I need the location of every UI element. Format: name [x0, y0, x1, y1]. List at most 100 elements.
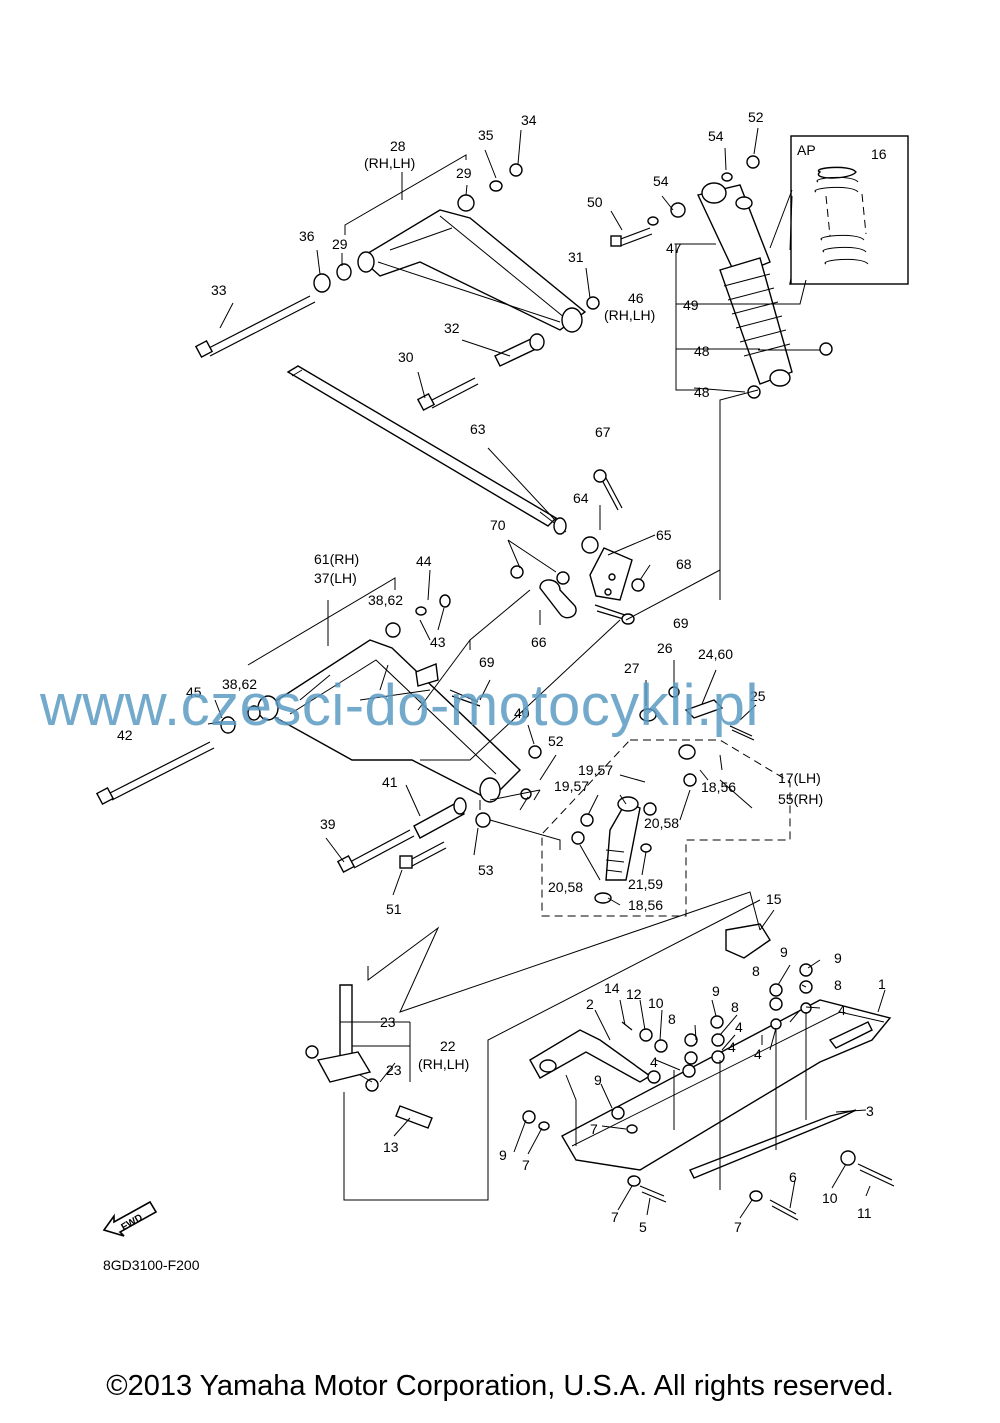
callout-69: 69: [479, 654, 495, 670]
callout-52: 52: [548, 733, 564, 749]
callout-52: 52: [748, 109, 764, 125]
callout-18: 18,56: [701, 779, 736, 795]
callout-47: 47: [666, 240, 682, 256]
ap-spring-box: [769, 135, 909, 285]
callout-67: 67: [595, 424, 611, 440]
callout-12: 12: [626, 986, 642, 1002]
callout-19: 19,57: [578, 762, 613, 778]
callout-23: 23: [386, 1062, 402, 1078]
callout-20: 20,58: [644, 815, 679, 831]
callout-27: 27: [624, 660, 640, 676]
callout-9: 9: [499, 1147, 507, 1163]
callout-5: 5: [639, 1219, 647, 1235]
callout-63: 63: [470, 421, 486, 437]
callout-10: 10: [648, 995, 664, 1011]
upper-arm-bushings: [313, 163, 600, 367]
callout-35: 35: [478, 127, 494, 143]
callout-65: 65: [656, 527, 672, 543]
callout-23: 23: [380, 1014, 396, 1030]
callout-7: 7: [522, 1157, 530, 1173]
steering-bracket: [581, 469, 645, 625]
callout-55: 55(RH): [778, 791, 823, 807]
callout-33: 33: [211, 282, 227, 298]
callout-11: 11: [857, 1205, 872, 1221]
callout-16: 16: [871, 146, 887, 162]
callout-40: 40: [514, 705, 530, 721]
callout-49: 49: [683, 297, 699, 313]
callout-54: 54: [653, 173, 669, 189]
callout-38: 38,62: [222, 676, 257, 692]
callout-32: 32: [444, 320, 460, 336]
callout-24: 24,60: [698, 646, 733, 662]
diagram-code: 8GD3100-F200: [103, 1257, 200, 1273]
callout-1: 1: [878, 976, 886, 992]
callout-44: 44: [416, 553, 432, 569]
callout-48: 48: [694, 384, 710, 400]
callout-22-sub: (RH,LH): [418, 1056, 469, 1072]
callout-4: 4: [754, 1046, 762, 1062]
callout-14: 14: [604, 980, 620, 996]
ski-spindle: [305, 984, 433, 1129]
callout-37: 37(LH): [314, 570, 357, 586]
callout-54: 54: [708, 128, 724, 144]
callout-66: 66: [531, 634, 547, 650]
lower-arm-bolts: [95, 741, 491, 874]
callout-labels: 1 2 3 4 4 4 4 4 5 6 7 7 7 7 8 8 8 8 9 9 …: [117, 109, 887, 1235]
callout-8: 8: [834, 977, 842, 993]
callout-28: 28: [390, 138, 406, 154]
callout-10: 10: [822, 1190, 838, 1206]
callout-29: 29: [456, 165, 472, 181]
callout-21: 21,59: [628, 876, 663, 892]
link-rod: [510, 565, 577, 619]
copyright-notice: ©2013 Yamaha Motor Corporation, U.S.A. A…: [106, 1370, 894, 1402]
callout-25: 25: [750, 688, 766, 704]
callout-38: 38,62: [368, 592, 403, 608]
callout-13: 13: [383, 1139, 399, 1155]
callout-4: 4: [728, 1039, 736, 1055]
callout-41: 41: [382, 774, 398, 790]
forward-arrow-icon: FWD: [102, 1200, 158, 1237]
callout-48: 48: [694, 343, 710, 359]
callout-9: 9: [712, 983, 720, 999]
callout-15: 15: [766, 891, 782, 907]
shock-hardware: [610, 155, 833, 399]
callout-69: 69: [673, 615, 689, 631]
callout-2: 2: [586, 996, 594, 1012]
callout-30: 30: [398, 349, 414, 365]
callout-8: 8: [731, 999, 739, 1015]
callout-61: 61(RH): [314, 551, 359, 567]
callout-4: 4: [838, 1002, 846, 1018]
callout-7: 7: [611, 1209, 619, 1225]
callout-70: 70: [490, 517, 506, 533]
upper-arm-bolts: [194, 295, 479, 412]
callout-9: 9: [780, 944, 788, 960]
callout-64: 64: [573, 490, 589, 506]
callout-8: 8: [752, 963, 760, 979]
callout-8: 8: [668, 1011, 676, 1027]
spindle-assembly: [541, 686, 791, 917]
leader-lines: [207, 127, 886, 1219]
ap-box-label: AP: [797, 142, 816, 158]
callout-53: 53: [478, 862, 494, 878]
callout-68: 68: [676, 556, 692, 572]
callout-9: 9: [834, 950, 842, 966]
upper-a-arm: [357, 209, 587, 333]
long-shaft: [286, 365, 567, 535]
ski: [522, 923, 895, 1221]
callout-29: 29: [332, 236, 348, 252]
callout-26: 26: [657, 640, 673, 656]
callout-7: 7: [734, 1219, 742, 1235]
fwd-label: FWD: [119, 1212, 144, 1233]
callout-36: 36: [299, 228, 315, 244]
callout-18: 18,56: [628, 897, 663, 913]
callout-9: 9: [594, 1072, 602, 1088]
callout-19: 19,57: [554, 778, 589, 794]
callout-31: 31: [568, 249, 584, 265]
callout-51: 51: [386, 901, 402, 917]
callout-3: 3: [866, 1103, 874, 1119]
callout-7: 7: [590, 1121, 598, 1137]
callout-22: 22: [440, 1038, 456, 1054]
callout-42: 42: [117, 727, 133, 743]
callout-4: 4: [650, 1054, 658, 1070]
